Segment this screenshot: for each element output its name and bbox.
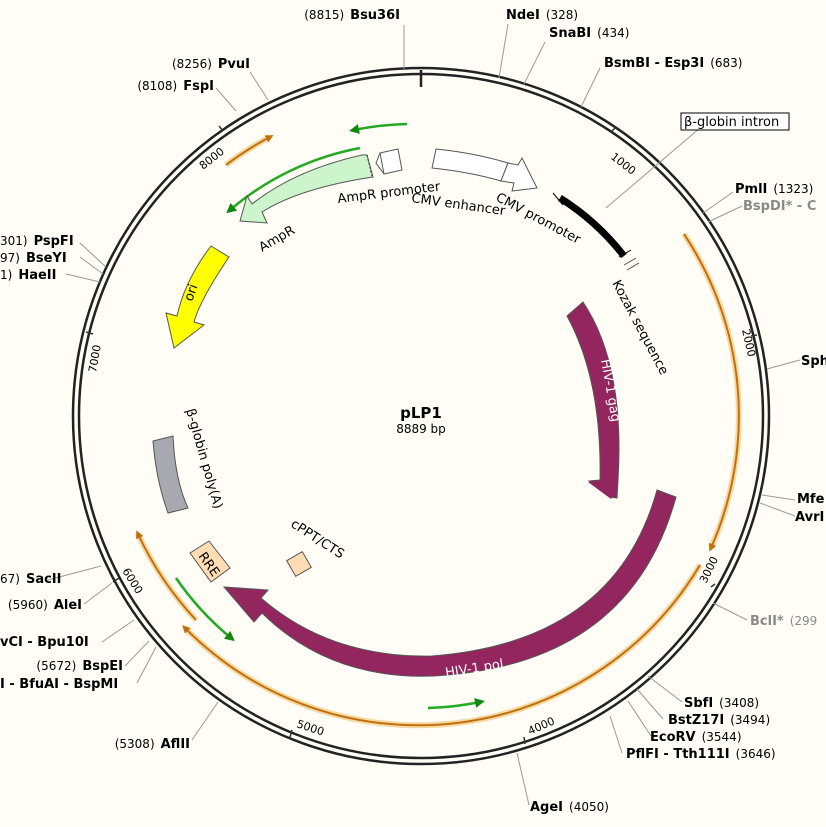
site-pspfi: 301)PspFI [0,234,74,249]
intron-leader [605,127,701,209]
site-bfuai: I - BfuAI - BspMI [0,677,118,692]
primer-bottom [427,698,485,710]
site-avr: AvrI [795,510,824,525]
site-sacii: 67)SacII [0,572,61,587]
tick-marks [85,125,758,745]
site-sph: Sph [801,354,826,369]
site-bcli: BclI*(299 [750,614,817,629]
plasmid-size: 8889 bp [396,422,446,436]
cmv-enhancer-arrow [431,148,509,182]
tick-label-1000: 1000 [608,150,638,177]
site-agei: AgeI(4050) [530,800,609,815]
label-beta-globin-intron: β-globin intron [684,115,779,130]
orf-arc-top [681,232,742,550]
orf-arc-bottom-core [182,564,701,727]
tick-label-3000: 3000 [697,554,721,585]
intron-end-right [618,249,632,258]
site-pmli: PmlI(1323) [735,182,813,197]
tick-label-7000: 7000 [86,344,104,374]
site-ecorv: EcoRV(3544) [650,730,742,745]
label-cmv-enhancer: CMV enhancer [410,191,506,219]
site-mfe: Mfe [797,492,825,507]
orf-arc-top-core [683,233,740,552]
site-bseyi: 97)BseYI [0,251,67,266]
primer-left [174,577,235,642]
site-aflii: (5308)AflII [115,737,190,752]
hiv-pol-arrow [222,489,677,677]
orf-arc-left-core [136,530,197,621]
cppt-box [286,551,312,577]
tick-label-4000: 4000 [526,714,557,737]
backbone-outer [71,66,771,766]
cmv-promoter-arrow [500,156,538,192]
site-fspi: (8108)FspI [137,79,214,94]
tick-label-8000: 8000 [197,145,227,172]
kozak-mark-2 [626,262,640,271]
intron-label-box [680,112,790,131]
site-snabi: SnaBI(434) [549,26,629,41]
primer-ampr [226,146,361,214]
ampr-arrow [239,154,374,224]
orf-arc-top-left-core [225,135,274,166]
site-bsu36i: (8815)Bsu36I [304,8,400,23]
site-leaders [47,23,801,806]
label-kozak: Kozak sequence [608,278,671,378]
tick-label-2000: 2000 [739,328,758,358]
label-ampr: AmpR [257,223,298,255]
site-bpu10i: vCI - Bpu10I [0,635,89,650]
site-pvui: (8256)PvuI [172,57,250,72]
site-bstz17i: BstZ17I(3494) [668,713,770,728]
orf-arc-left [135,532,199,623]
site-haeii: 1)HaeII [0,268,56,283]
hiv-gag-head [588,480,618,499]
ampr-divider [366,154,373,177]
primer-top [349,122,408,134]
label-polya: β-globin poly(A) [182,407,225,511]
intron-end-left [552,192,564,206]
beta-globin-intron-arc [558,195,627,259]
site-sbfi: SbfI(3408) [684,696,759,711]
label-cmv-promoter: CMV promoter [493,190,583,248]
plasmid-name: pLP1 [400,404,442,422]
label-ori: ori [182,282,202,303]
kozak-mark-1 [623,257,637,266]
site-ndei: NdeI(328) [506,8,578,23]
ampr-promoter-arrow [375,148,403,175]
site-bsmbi: BsmBI - Esp3I(683) [604,56,742,71]
site-alei: (5960)AleI [8,598,82,613]
site-pflfi: PflFI - Tth111I(3646) [626,747,776,762]
site-bspdi: BspDI* - C [743,199,816,214]
ori-arrow [165,245,230,349]
tick-label-6000: 6000 [119,566,145,597]
polya-box [152,435,189,514]
rre-box [189,540,231,583]
site-bspei: (5672)BspEI [36,659,123,674]
